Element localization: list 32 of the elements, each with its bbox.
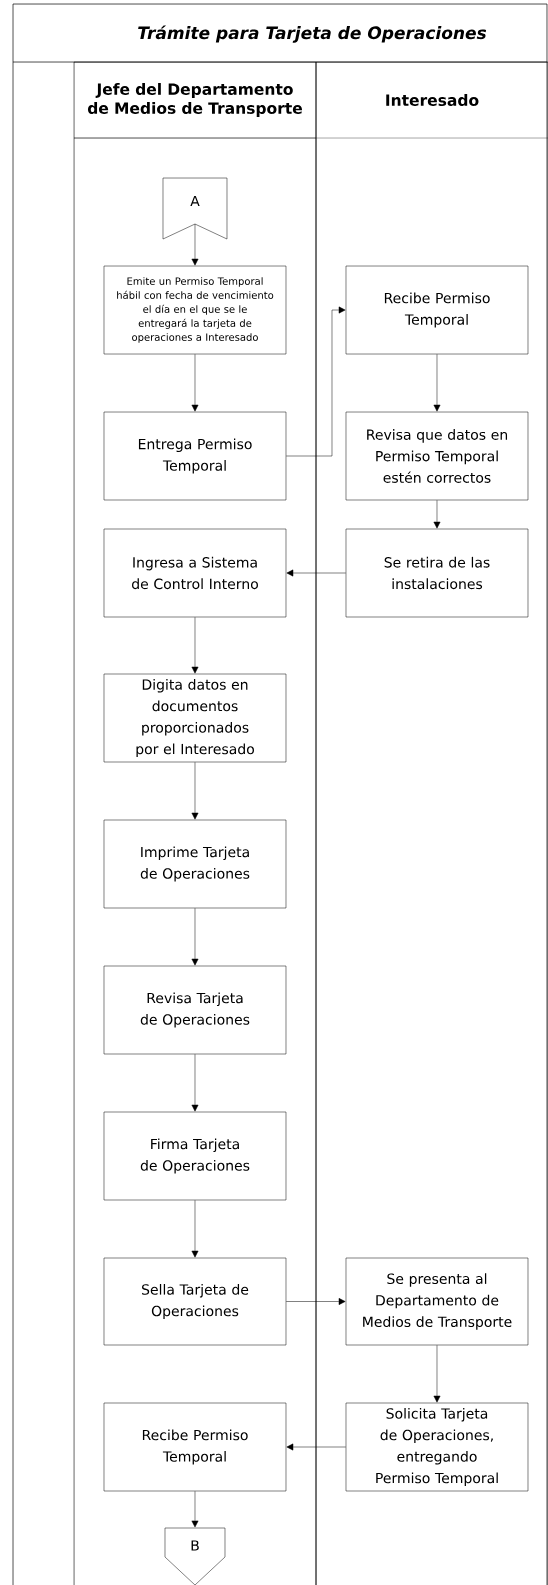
title: Trámite para Tarjeta de Operaciones (138, 25, 487, 43)
process-box: Recibe Permiso Temporal (345, 265, 529, 355)
off-page-connector: A (162, 177, 228, 240)
arrow (191, 1054, 199, 1112)
process-box: Recibe Permiso Temporal (103, 1402, 287, 1492)
arrow (191, 762, 199, 820)
arrow (191, 223, 199, 266)
arrow (286, 569, 346, 577)
arrow (433, 1345, 441, 1403)
arrow (191, 1200, 199, 1258)
arrow (286, 306, 346, 457)
arrow (286, 1298, 346, 1305)
arrow (286, 1443, 346, 1451)
process-box: Entrega Permiso Temporal (103, 411, 287, 501)
process-box: Revisa que datos en Permiso Temporal estén correctos (345, 411, 529, 501)
arrow (433, 354, 441, 412)
process-box: Digita datos en documentos proporcionados por el Interesado (103, 673, 287, 763)
process-box: Firma Tarjeta de Operaciones (103, 1111, 287, 1201)
process-box: Ingresa a Sistema de Control Interno (103, 528, 287, 618)
arrow (191, 908, 199, 966)
arrow (191, 617, 199, 674)
process-box: Se presenta al Departamento de Medios de Transporte (345, 1257, 529, 1346)
process-box: Emite un Permiso Temporal hábil con fecha de vencimiento el día en el que se le entregará la tarjeta de operaciones a Interesado (103, 265, 287, 355)
process-box: Solicita Tarjeta de Operaciones, entregando Permiso Temporal (345, 1402, 529, 1492)
process-box: Revisa Tarjeta de Operaciones (103, 965, 287, 1055)
arrow (191, 354, 199, 412)
process-box: Sella Tarjeta de Operaciones (103, 1257, 287, 1346)
arrow (191, 1491, 199, 1528)
process-box: Imprime Tarjeta de Operaciones (103, 819, 287, 909)
off-page-connector: B (164, 1527, 226, 1585)
process-box: Se retira de las instalaciones (345, 528, 529, 618)
arrow (433, 500, 441, 529)
